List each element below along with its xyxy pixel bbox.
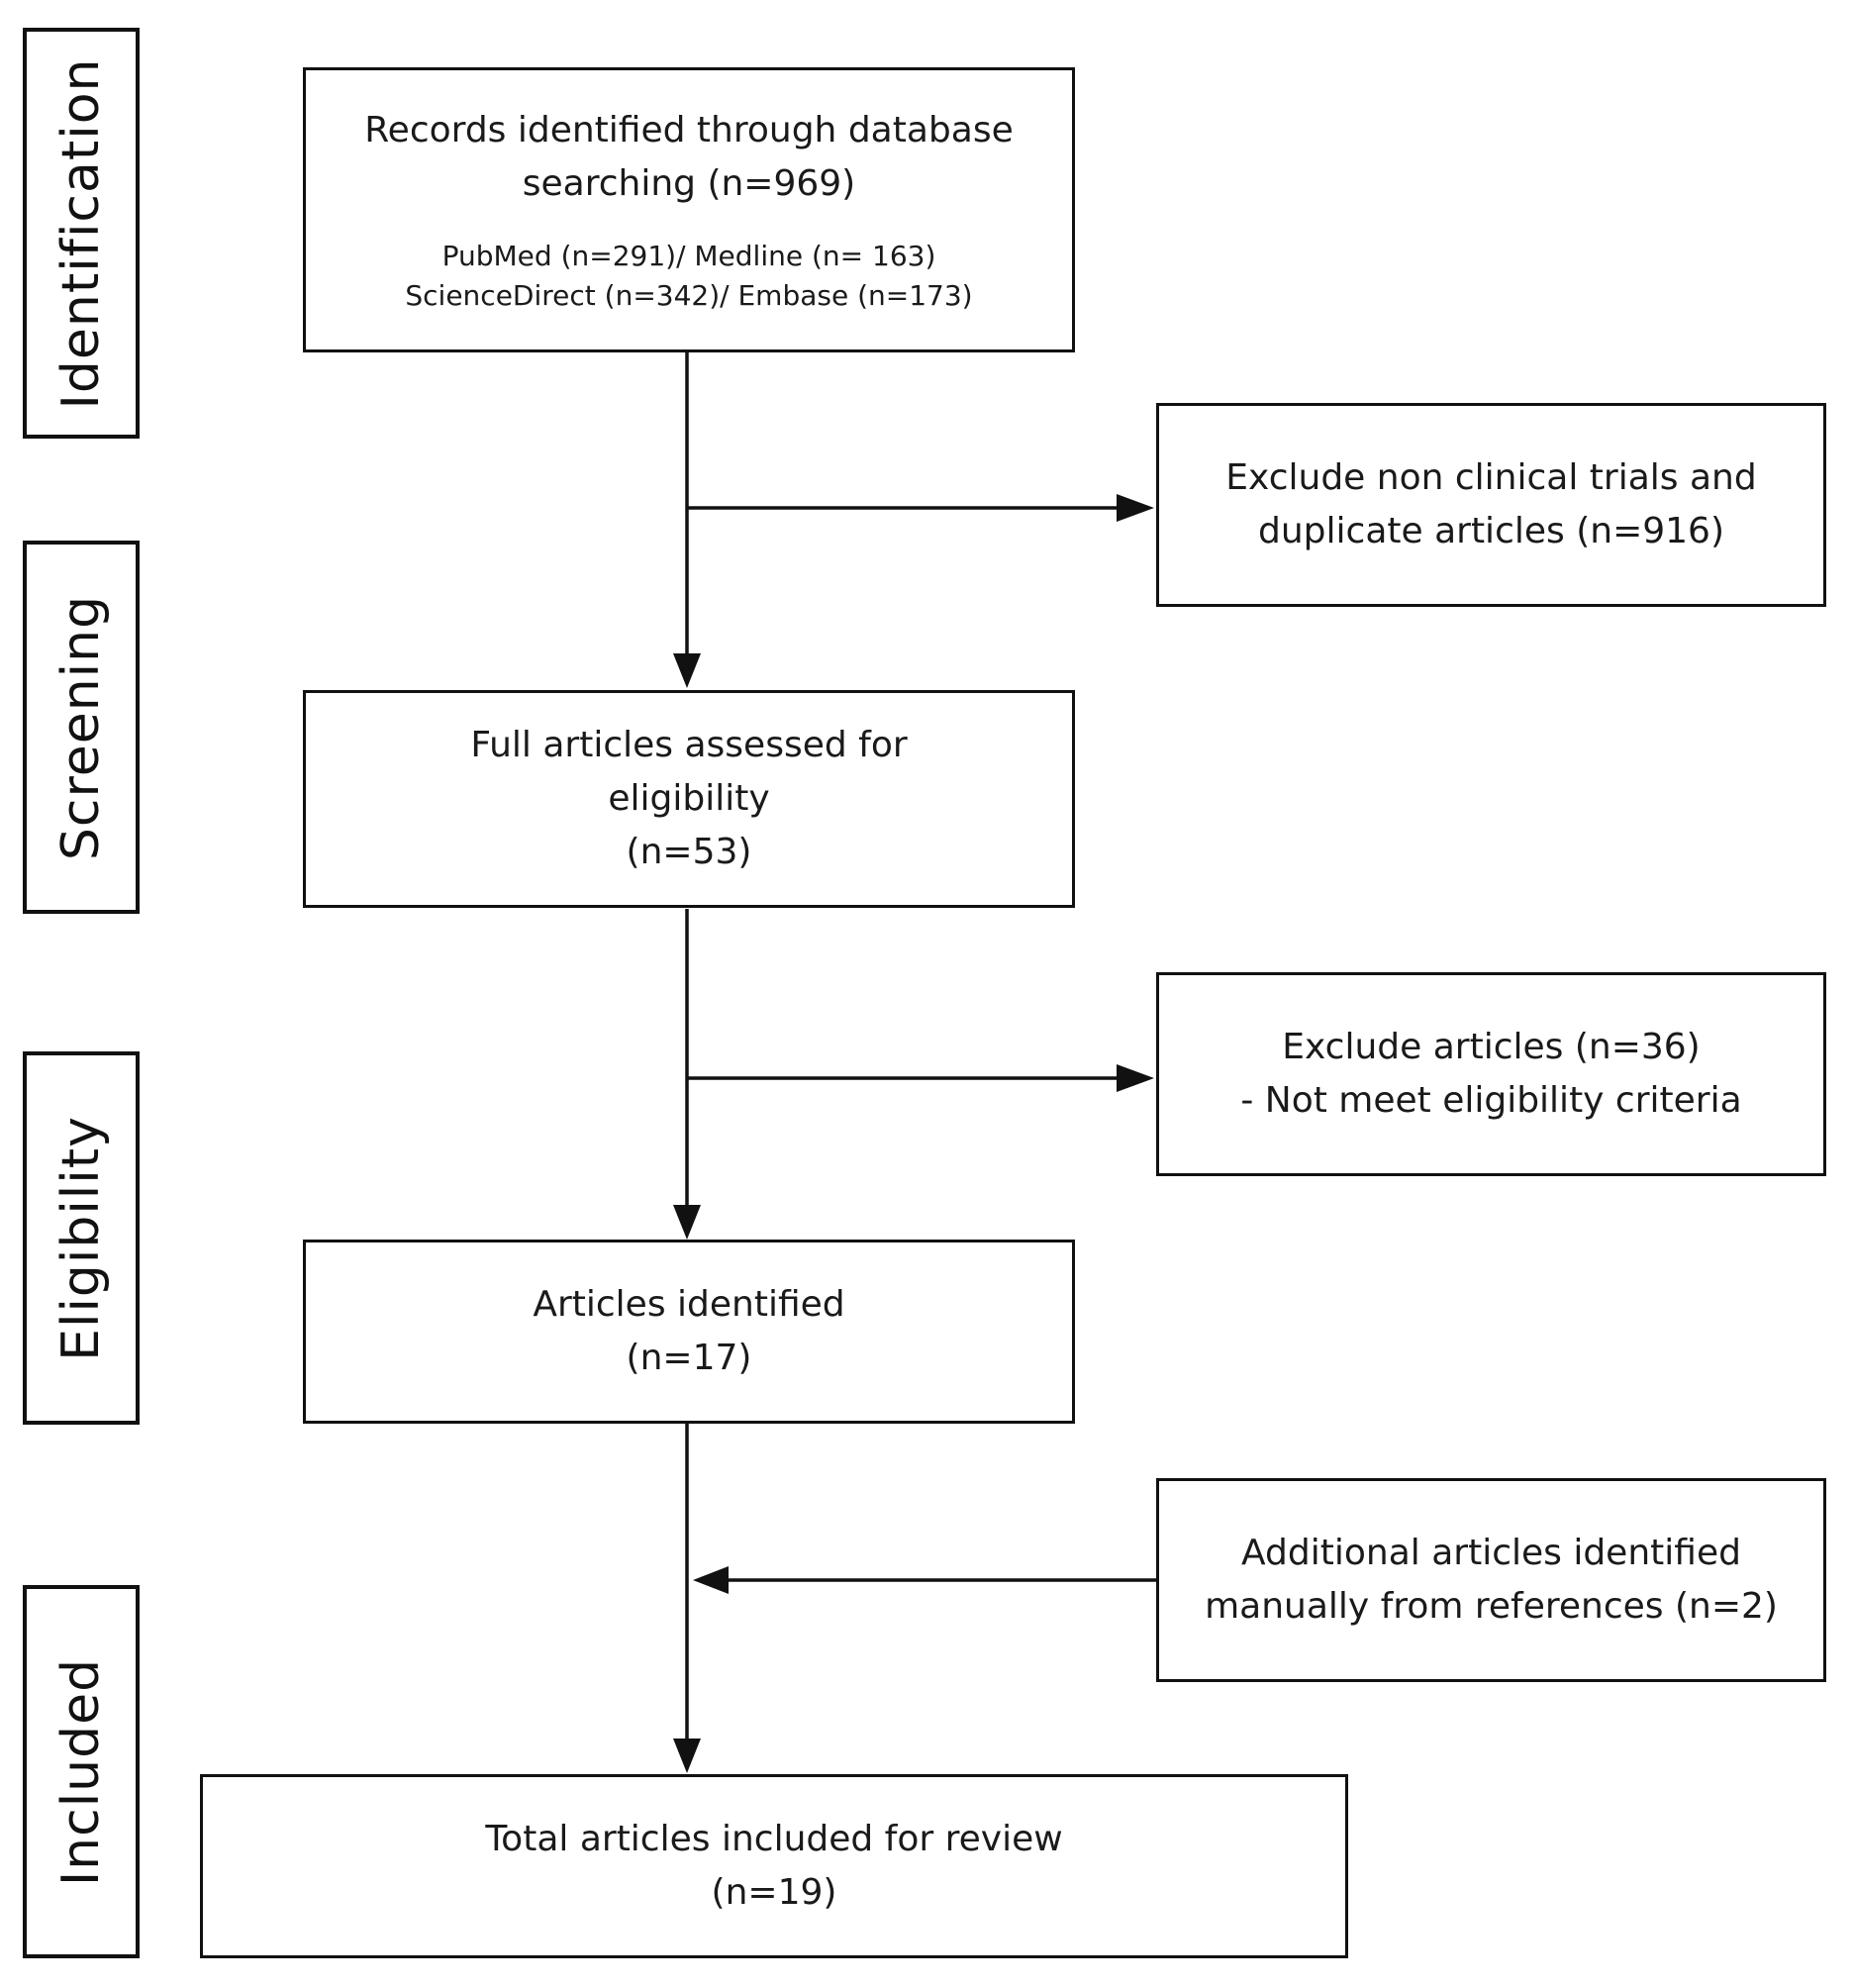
stage-eligibility: Eligibility [23,1051,140,1425]
additional-articles-box: Additional articles identified manually … [1156,1478,1826,1682]
arrowhead-full [673,653,701,688]
identified-line1: Articles identified [533,1284,845,1325]
total-line1: Total articles included for review [485,1819,1063,1859]
arrowhead-identified [673,1205,701,1240]
exclude1-line2: duplicate articles (n=916) [1258,511,1724,551]
full-line2: eligibility [608,778,770,819]
full-line3: (n=53) [626,832,752,872]
articles-identified-box: Articles identified (n=17) [303,1240,1075,1424]
records-line1: Records identified through database [364,110,1014,150]
arrowhead-total [673,1739,701,1773]
arrowhead-exclude2 [1117,1064,1154,1092]
additional-line1: Additional articles identified [1241,1533,1741,1573]
exclude-duplicates-box: Exclude non clinical trials and duplicat… [1156,403,1826,607]
arrowhead-additional [693,1566,729,1594]
exclude-articles-box: Exclude articles (n=36) - Not meet eligi… [1156,972,1826,1176]
identified-line2: (n=17) [626,1338,752,1378]
full-articles-box: Full articles assessed for eligibility (… [303,690,1075,908]
records-sources2: ScienceDirect (n=342)/ Embase (n=173) [405,279,973,312]
exclude2-line2: - Not meet eligibility criteria [1240,1080,1742,1121]
exclude2-line1: Exclude articles (n=36) [1282,1027,1701,1067]
stage-included: Included [23,1585,140,1958]
full-line1: Full articles assessed for [470,725,908,765]
stage-identification: Identification [23,28,140,439]
exclude1-line1: Exclude non clinical trials and [1225,457,1757,498]
records-box: Records identified through database sear… [303,67,1075,352]
stage-screening: Screening [23,541,140,914]
total-included-box: Total articles included for review (n=19… [200,1774,1348,1958]
arrowhead-exclude1 [1117,494,1154,522]
total-line2: (n=19) [711,1872,837,1913]
records-line2: searching (n=969) [522,163,856,204]
additional-line2: manually from references (n=2) [1205,1586,1778,1627]
records-sources1: PubMed (n=291)/ Medline (n= 163) [441,240,936,272]
